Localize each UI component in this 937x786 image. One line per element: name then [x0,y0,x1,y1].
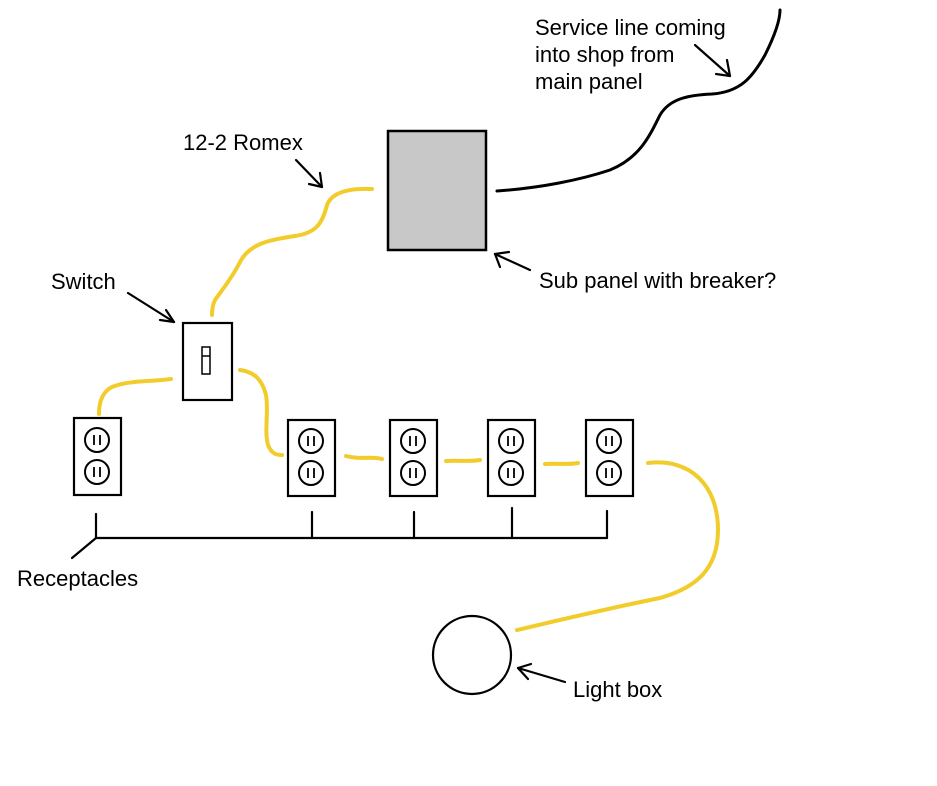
arrow-to-light-box [516,662,567,684]
sub-panel [386,129,488,252]
wire-switch-to-receptacle-1 [97,377,173,416]
label-receptacles: Receptacles [17,566,138,591]
romex-panel-to-switch [210,186,374,317]
wire-receptacle-4-to-5 [543,461,580,466]
label-switch: Switch [51,269,116,294]
label-romex: 12-2 Romex [183,130,303,155]
arrow-to-service-line [693,43,732,78]
service-line [495,8,782,193]
arrow-to-sub-panel [493,250,532,272]
receptacle-1 [72,416,123,497]
arrow-to-romex [294,158,324,189]
switch [181,321,234,402]
label-service-line-1: Service line coming [535,15,726,40]
label-service-line-3: main panel [535,69,643,94]
label-sub-panel: Sub panel with breaker? [539,268,776,293]
wire-receptacle-5-to-light-box [515,460,720,632]
wire-switch-to-receptacle-2 [238,368,284,457]
label-light-box: Light box [573,677,662,702]
switch-toggle [201,346,211,375]
wire-receptacle-3-to-4 [444,458,482,463]
label-service-line-2: into shop from [535,42,674,67]
light-box [431,614,513,696]
arrow-to-switch [126,291,176,324]
receptacle-5 [584,418,635,498]
receptacle-4 [486,418,537,498]
receptacle-3 [388,418,439,498]
receptacles-bracket [70,506,609,560]
receptacle-2 [286,418,337,498]
wire-receptacle-2-to-3 [344,454,384,461]
